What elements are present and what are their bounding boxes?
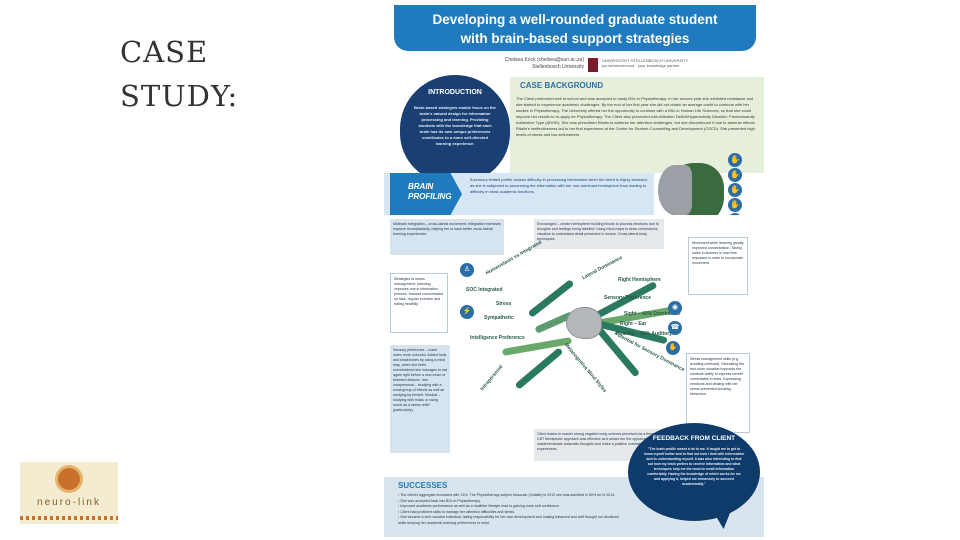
case-background-body: The Client performed well at school and … (516, 96, 756, 137)
slide-title-line2: STUDY: (120, 79, 239, 113)
brain-profiling-band: BRAIN PROFILING A sensory limited profil… (384, 173, 654, 215)
success-item: She became a well rounded individual, ta… (398, 515, 626, 526)
hemisphere-box: Encouraged – create hemisphere building … (534, 219, 664, 249)
case-background-panel: CASE BACKGROUND The Client performed wel… (510, 77, 764, 173)
introduction-body: Brain-based strategies enable focus on t… (414, 105, 496, 146)
poster-author: Chelsea Kock (chelsea@sun.ac.za) Stellen… (484, 57, 584, 71)
slide-title-line1: CASE (120, 35, 209, 69)
branch-label-right-ear: Right – Ear (620, 321, 647, 327)
stress-strategies-box: Strategies to stress management: plannin… (390, 273, 448, 333)
center-brain-icon (566, 307, 602, 339)
poster-title-line2: with brain-based support strategies (460, 31, 690, 46)
logo-stripe (20, 516, 118, 520)
feedback-body: "The brain profile meant a lot to me. It… (644, 447, 744, 486)
success-item: Improved academic performance as well as… (398, 504, 626, 510)
hand-icon: ✋ (728, 168, 742, 182)
branch-label-interpersonal: Intrapersonal (479, 363, 505, 393)
poster-title-line1: Developing a well-rounded graduate stude… (432, 12, 718, 27)
logo-text: neuro-link (37, 497, 101, 508)
branch-label-intelligence: Intelligence Preference (470, 335, 525, 341)
introduction-title: INTRODUCTION (428, 89, 482, 96)
branch-label-hearing: Hearing – 50% Auditory (616, 331, 672, 337)
success-item: Client had proficient skills to manage h… (398, 510, 626, 516)
branch-label-right-hemisphere: Right Hemisphere (618, 277, 661, 283)
running-person-icon: ♙ (460, 263, 474, 277)
branch-label-stress: Stress (496, 301, 512, 307)
brain-logo-icon (58, 468, 80, 490)
introduction-bubble: INTRODUCTION Brain-based strategies enab… (400, 75, 510, 183)
client-learning-box: Client learns to master strong negative … (534, 429, 662, 461)
branch-label-sight: Sight – 40% Dominance (624, 311, 681, 317)
successes-list: The client's aggregate increased with 13… (398, 493, 626, 527)
neuro-link-logo: neuro-link (20, 462, 118, 524)
university-name: UNIVERSITEIT·STELLENBOSCH·UNIVERSITY jou… (602, 58, 692, 68)
success-item: She was accepted back into BSc in Physio… (398, 499, 626, 505)
case-background-title: CASE BACKGROUND (520, 81, 604, 90)
brain-profiling-arrow: BRAIN PROFILING (390, 173, 462, 215)
university-line1: UNIVERSITEIT·STELLENBOSCH·UNIVERSITY (602, 58, 689, 63)
midbrain-box: Midbrain integration – cross-lateral mov… (390, 219, 504, 255)
eye-icon: ◉ (668, 301, 682, 315)
university-crest-icon (588, 58, 598, 72)
hand-touch-icon: ✋ (666, 341, 680, 355)
hand-icon: ✋ (728, 198, 742, 212)
brain-icon (658, 165, 692, 215)
brain-profiling-title: BRAIN PROFILING (408, 182, 452, 202)
hand-icon: ✋ (728, 183, 742, 197)
branch-label-sensory: Sensory Preference (604, 295, 651, 301)
author-affiliation: Stellenbosch University (532, 64, 584, 70)
success-item: The client's aggregate increased with 13… (398, 493, 626, 499)
feedback-bubble: FEEDBACK FROM CLIENT "The brain profile … (628, 423, 760, 521)
brain-profiling-title-line2: PROFILING (408, 192, 452, 201)
author-name: Chelsea Kock (chelsea@sun.ac.za) (504, 57, 584, 63)
movement-box: Movement while learning greatly improved… (688, 237, 748, 295)
stress-icon: ⚡ (460, 305, 474, 319)
hand-icon: ✋ (728, 153, 742, 167)
sensory-strategies-box: Sensory preference – made notes more col… (390, 345, 450, 453)
mind-map-branch (514, 347, 564, 390)
poster-header: Developing a well-rounded graduate stude… (394, 5, 756, 51)
branch-label-external: Sympathetic (484, 315, 514, 321)
branch-label-soc: SOC Integrated (466, 287, 503, 293)
ear-icon: ☎ (668, 321, 682, 335)
branch-label-metacognitive: Metacognitive Mind Styles (562, 342, 608, 394)
brain-profiling-title-line1: BRAIN (408, 182, 434, 191)
stress-skills-box: Stress management skills (e.g. avoiding … (686, 353, 750, 433)
case-study-poster: Developing a well-rounded graduate stude… (384, 3, 764, 537)
brain-profiling-body: A sensory limited profile causes difficu… (470, 177, 648, 194)
feedback-title: FEEDBACK FROM CLIENT (652, 435, 736, 442)
slide-title: CASE STUDY: (120, 30, 238, 118)
university-line2: jou kennisvennoot · your knowledge partn… (602, 63, 680, 68)
successes-title: SUCCESSES (398, 481, 448, 490)
